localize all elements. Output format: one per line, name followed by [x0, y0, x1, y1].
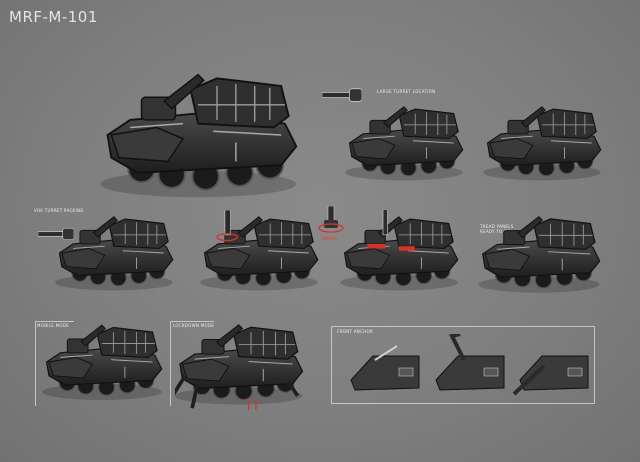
label-mobile-mode: MOBILE MODE	[37, 323, 70, 328]
label-lockdown-mode: LOCKDOWN MODE	[173, 323, 215, 328]
label-swivel: SWIVEL	[321, 236, 338, 241]
hero-vehicle	[100, 73, 298, 199]
front-anchor-frame	[331, 326, 595, 404]
lockdown-mode-frame	[170, 321, 315, 406]
label-large-turret: LARGE TURRET LOCATION	[377, 89, 436, 94]
anchor-stage-1	[350, 345, 420, 391]
vehicle-treads	[478, 215, 601, 294]
anchor-stage-2	[435, 334, 505, 391]
swivel-detail	[318, 206, 344, 233]
vehicle-packing	[55, 216, 174, 291]
label-front-anchor: FRONT ANCHOR	[337, 329, 373, 334]
vehicle-turret-location	[345, 106, 464, 181]
mobile-mode-frame	[35, 321, 165, 406]
label-turret-packing: VOX TURRET PACKING	[34, 208, 84, 213]
vehicle-mobile	[42, 324, 163, 401]
label-treads: TREAD PANELS READY TO GO	[480, 224, 514, 234]
vehicle-swivel	[340, 210, 459, 291]
vehicle-turret-mounted	[483, 106, 602, 181]
vehicle-lockdown	[175, 324, 304, 410]
sheet-title: MRF-M-101	[9, 8, 98, 26]
anchor-stage-3	[512, 355, 589, 396]
vehicle-turret-raise	[200, 210, 319, 291]
